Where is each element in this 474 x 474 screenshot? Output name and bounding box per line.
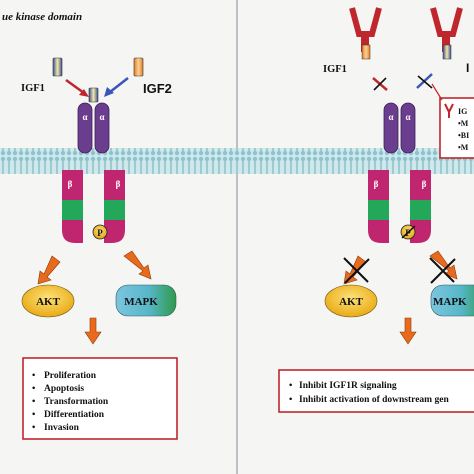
blocked-akt-arrow: [343, 255, 370, 285]
outcome-item: Transformation: [44, 397, 109, 407]
igf1r-receptor-inhibited: α α β β P: [368, 102, 431, 243]
alpha-label-right: α: [99, 112, 104, 122]
akt-label-right: AKT: [339, 296, 364, 308]
alpha-label-left-right-panel: α: [388, 112, 393, 122]
beta-label-left-right-panel: β: [374, 179, 379, 189]
right-outcome-box: [278, 369, 474, 413]
alpha-label-right-right-panel: α: [405, 112, 410, 122]
inhibitor-box: [439, 97, 474, 159]
svg-text:•: •: [289, 395, 292, 405]
igf2-label-right: I: [466, 61, 469, 75]
phospho-marker: [92, 224, 108, 240]
igf1r-receptor: α α β β P: [62, 102, 125, 243]
igf2-ligand: [133, 57, 144, 77]
phospho-label: P: [97, 228, 103, 238]
beta-label-right-right-panel: β: [422, 179, 427, 189]
alpha-subunit-right: [94, 102, 110, 154]
igf1-ligand: [52, 57, 63, 77]
kinase-band-left: [62, 200, 83, 220]
outcome-item: Proliferation: [44, 371, 97, 381]
left-outcome-list: • Proliferation • Apoptosis • Transforma…: [32, 371, 109, 433]
mapk-node-right: [430, 284, 474, 317]
outcome-item: Differentiation: [44, 410, 105, 420]
svg-text:•: •: [32, 384, 35, 394]
antibody-right: [430, 7, 463, 60]
mapk-label: MAPK: [124, 296, 158, 308]
header-title: ue kinase domain: [2, 11, 82, 23]
bound-ligand: [88, 87, 99, 103]
kinase-band-right: [104, 200, 125, 220]
alpha-subunit-left: [77, 102, 93, 154]
akt-arrow: [37, 255, 61, 285]
igf1-label-right: IGF1: [323, 64, 347, 75]
outcome-arrow: [84, 317, 102, 345]
svg-text:•: •: [32, 423, 35, 433]
outcome-arrow-right: [399, 317, 417, 345]
blocked-igf2-arrow: [416, 73, 433, 89]
phospho-blocked-mark: [401, 225, 416, 239]
beta-label-right: β: [116, 179, 121, 189]
svg-text:•: •: [32, 410, 35, 420]
igf1-arrow: [65, 78, 89, 97]
left-outcome-box: [22, 357, 178, 440]
alpha-label-left: α: [82, 112, 87, 122]
inhibitor-line: •M: [458, 119, 469, 128]
right-outcome-item: Inhibit activation of downstream gen: [299, 395, 449, 405]
cell-membrane: [0, 148, 474, 174]
beta-label-left: β: [68, 179, 73, 189]
akt-label: AKT: [36, 296, 61, 308]
mapk-node: [115, 284, 177, 317]
akt-node-right: [324, 284, 378, 318]
igf2-label: IGF2: [143, 81, 172, 96]
igf1-label: IGF1: [21, 83, 45, 94]
small-antibody-icon: [444, 103, 454, 118]
blocked-mapk-arrow: [429, 250, 458, 284]
akt-node: [21, 284, 75, 318]
inhibitor-line: •BI: [458, 131, 469, 140]
blocked-igf1-arrow: [372, 77, 388, 91]
mapk-label-right: MAPK: [433, 296, 467, 308]
antibody-left: [349, 7, 382, 60]
igf2-arrow: [104, 77, 129, 97]
svg-text:•: •: [32, 371, 35, 381]
inhibitor-line: •M: [458, 143, 469, 152]
right-outcome-item: Inhibit IGF1R signaling: [299, 381, 397, 391]
svg-text:•: •: [289, 381, 292, 391]
inhibitor-pointer: [431, 83, 443, 101]
inhibitor-line: IG: [458, 107, 467, 116]
svg-text:•: •: [32, 397, 35, 407]
outcome-item: Apoptosis: [44, 384, 84, 394]
mapk-arrow: [123, 250, 152, 280]
outcome-item: Invasion: [44, 423, 80, 433]
